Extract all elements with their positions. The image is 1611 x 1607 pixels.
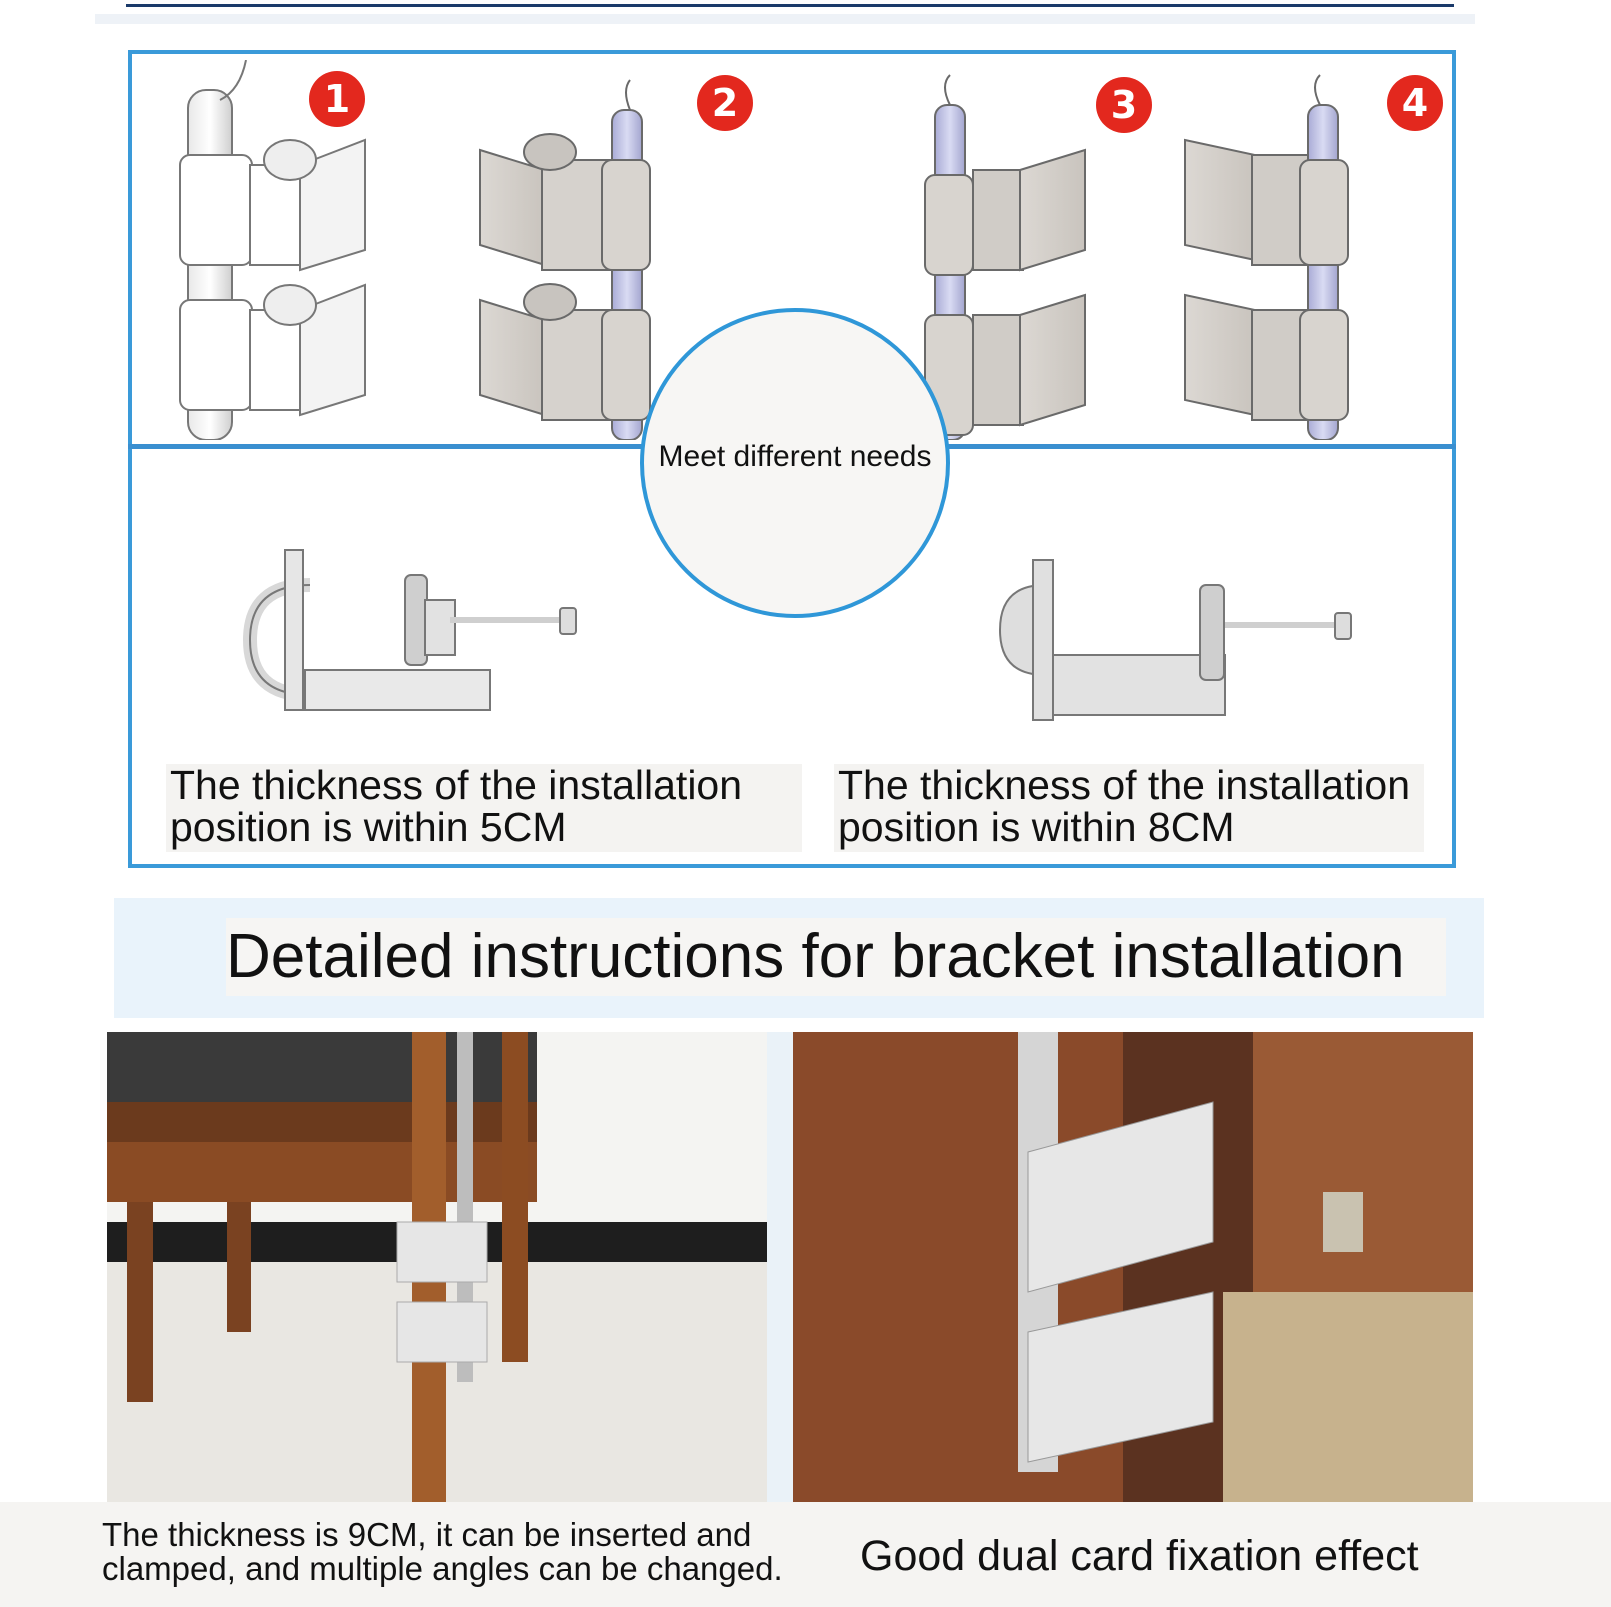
- thickness-5cm-line2: position is within 5CM: [170, 804, 567, 850]
- bracket-variant-1: [179, 60, 366, 440]
- section-title: Detailed instructions for bracket instal…: [226, 922, 1405, 991]
- caption-chair: The thickness is 9CM, it can be inserted…: [102, 1518, 802, 1586]
- photo-separator: [767, 1032, 793, 1502]
- clamp-illustration-5cm: [242, 549, 577, 711]
- step-badge-3: 3: [1096, 77, 1152, 133]
- section-title-backdrop: [226, 918, 1446, 996]
- photo-chair-installation: [107, 1032, 767, 1502]
- step-badge-2: 2: [697, 75, 753, 131]
- bracket-illustrations-top: [179, 60, 1349, 440]
- top-shadow-band: [95, 14, 1475, 24]
- caption-chair-line1: The thickness is 9CM, it can be inserted…: [102, 1516, 752, 1553]
- thickness-8cm-line2: position is within 8CM: [838, 804, 1235, 850]
- clamp-illustration-8cm: [998, 559, 1352, 721]
- thickness-8cm-line1: The thickness of the installation: [838, 762, 1411, 808]
- thickness-5cm-line1: The thickness of the installation: [170, 762, 743, 808]
- bracket-variant-2: [479, 79, 651, 440]
- caption-cabinet: Good dual card fixation effect: [860, 1532, 1419, 1580]
- caption-chair-line2: clamped, and multiple angles can be chan…: [102, 1550, 783, 1587]
- center-circle: [640, 308, 950, 618]
- bracket-variant-4: [1184, 74, 1349, 440]
- step-badge-4: 4: [1387, 75, 1443, 131]
- thickness-caption-8cm: The thickness of the installation positi…: [834, 764, 1424, 852]
- thickness-caption-5cm: The thickness of the installation positi…: [166, 764, 802, 852]
- center-circle-label: Meet different needs: [658, 440, 932, 473]
- step-badge-1: 1: [309, 71, 365, 127]
- top-divider-line: [126, 0, 1454, 7]
- caption-band: [0, 1502, 1611, 1607]
- bracket-variant-3: [924, 74, 1086, 440]
- photo-cabinet-installation: [793, 1032, 1473, 1502]
